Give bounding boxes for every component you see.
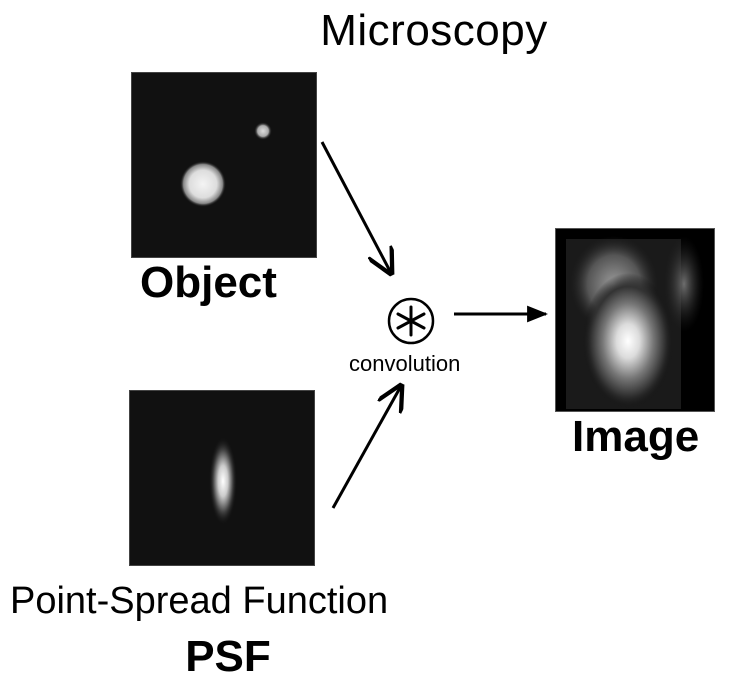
result-main-blur (582, 273, 674, 409)
large-object-spot (180, 161, 226, 207)
object-image-graphic (180, 122, 272, 207)
result-side-blur (664, 236, 704, 332)
object-label: Object (140, 258, 277, 307)
small-object-spot (254, 122, 272, 140)
psf-image-graphic (209, 437, 237, 525)
object-image (131, 72, 317, 258)
result-image (555, 228, 715, 412)
psf-to-convolution-arrow (331, 386, 401, 509)
object-to-convolution-arrow (320, 141, 391, 273)
asterisk-icon (396, 305, 426, 337)
psf-image (129, 390, 315, 566)
diagram-title: Microscopy (320, 6, 548, 55)
result-image-graphic (566, 236, 704, 409)
convolution-label: convolution (349, 351, 461, 376)
psf-spot (209, 437, 237, 525)
psf-full-label: Point-Spread Function (10, 580, 389, 622)
psf-abbr-label: PSF (185, 632, 271, 681)
image-label: Image (572, 412, 700, 461)
